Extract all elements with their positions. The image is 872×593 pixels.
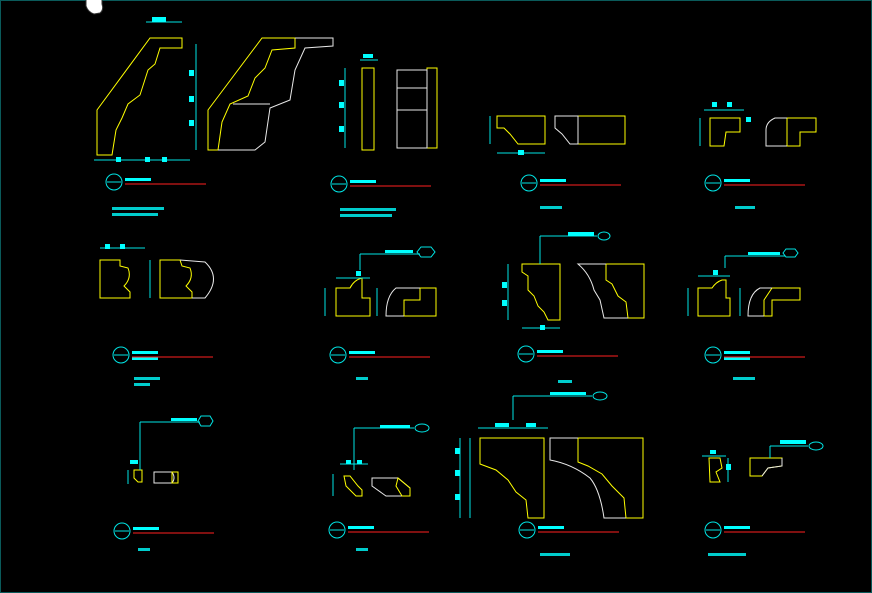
detail-number-bubble <box>328 521 346 539</box>
detail-note <box>356 377 368 380</box>
detail-title-label <box>724 179 750 182</box>
detail-note <box>340 208 396 211</box>
detail-title-block <box>518 521 619 556</box>
detail-title-block <box>520 174 621 209</box>
detail-title-label <box>133 527 159 530</box>
detail-11-profile <box>455 391 608 519</box>
detail-title-label <box>348 526 374 529</box>
detail-note <box>540 553 570 556</box>
detail-7-elevation <box>576 263 645 319</box>
detail-title-label <box>537 350 563 353</box>
detail-title-label <box>132 357 158 360</box>
detail-5-elevation <box>159 259 214 299</box>
detail-number-bubble <box>330 175 348 193</box>
detail-number-bubble <box>704 174 722 192</box>
detail-9-profile <box>127 415 214 484</box>
detail-1-profile <box>94 17 197 162</box>
detail-note <box>735 206 755 209</box>
detail-title-label <box>125 178 151 181</box>
detail-1-elevation <box>207 37 334 151</box>
detail-number-bubble <box>105 173 123 191</box>
detail-10-elevation <box>371 477 411 497</box>
detail-title-block <box>704 174 805 209</box>
detail-12-elevation <box>749 440 824 477</box>
detail-number-bubble <box>704 346 722 364</box>
detail-5-profile <box>99 244 151 299</box>
detail-title-block <box>329 346 430 380</box>
detail-title-label <box>724 357 750 360</box>
detail-title-block <box>105 173 206 216</box>
detail-3-elevation <box>554 115 626 145</box>
detail-title-block <box>112 346 213 386</box>
detail-title-label <box>132 351 158 354</box>
detail-title-label <box>540 179 566 182</box>
detail-note <box>138 548 150 551</box>
detail-4-profile <box>699 102 751 147</box>
detail-title-label <box>349 351 375 354</box>
detail-title-label <box>724 526 750 529</box>
detail-number-bubble <box>112 346 130 364</box>
detail-title-block <box>517 345 618 383</box>
detail-title-label <box>538 526 564 529</box>
detail-2-elevation <box>396 67 438 149</box>
detail-9-elevation <box>153 471 179 484</box>
detail-note <box>540 206 562 209</box>
detail-number-bubble <box>520 174 538 192</box>
detail-note <box>733 377 755 380</box>
detail-8-elevation <box>747 287 801 317</box>
detail-title-block <box>704 521 805 556</box>
detail-number-bubble <box>518 521 536 539</box>
detail-6-elevation <box>385 287 437 317</box>
detail-title-block <box>328 521 429 551</box>
detail-2-profile <box>339 54 378 151</box>
detail-3-profile <box>489 115 546 155</box>
detail-note <box>708 553 746 556</box>
detail-title-label <box>724 351 750 354</box>
detail-6-profile <box>324 246 436 317</box>
detail-8-profile <box>687 248 799 317</box>
detail-number-bubble <box>704 521 722 539</box>
detail-12-profile <box>702 450 731 483</box>
detail-10-profile <box>332 423 430 497</box>
detail-note <box>558 380 572 383</box>
detail-note <box>112 207 164 210</box>
detail-number-bubble <box>329 346 347 364</box>
detail-7-profile <box>502 231 611 330</box>
detail-11-elevation <box>549 437 644 519</box>
detail-title-block <box>704 346 805 380</box>
detail-number-bubble <box>113 522 131 540</box>
hand-pan-icon <box>82 0 106 16</box>
detail-note <box>134 377 160 380</box>
detail-note <box>340 214 392 217</box>
detail-note <box>356 548 368 551</box>
detail-number-bubble <box>517 345 535 363</box>
detail-title-block <box>330 175 431 217</box>
detail-4-elevation <box>765 117 817 147</box>
detail-title-label <box>350 180 376 183</box>
detail-title-block <box>113 522 214 551</box>
detail-note <box>134 383 150 386</box>
detail-note <box>112 213 158 216</box>
